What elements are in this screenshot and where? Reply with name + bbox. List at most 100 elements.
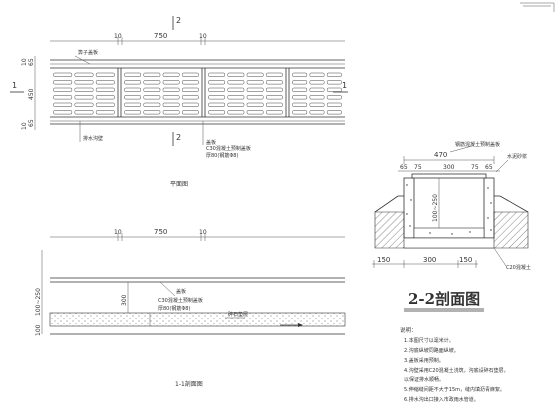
grate-slot xyxy=(124,110,141,115)
grate-slot xyxy=(227,95,245,100)
grate-slot xyxy=(208,102,225,107)
grate-slot xyxy=(74,87,94,92)
grate-slot xyxy=(182,80,199,85)
grate-slot xyxy=(208,80,225,85)
grate-slot xyxy=(292,72,308,77)
s22-label-right: C20混凝土 xyxy=(506,264,531,271)
plan-left-dim-2: 450 xyxy=(28,88,35,100)
plan-view: 2 10 750 10 1 1 65 450 65 xyxy=(10,16,348,188)
grate-slot xyxy=(326,80,342,85)
plan-dim-span: 750 xyxy=(154,32,167,40)
grate-slot xyxy=(227,72,245,77)
s11-caption: 1-1剖面图 xyxy=(175,380,203,388)
grate-slot xyxy=(124,95,141,100)
grate-slot xyxy=(266,95,283,100)
grate-slot xyxy=(246,95,264,100)
s22-row-dim-2: 300 xyxy=(443,164,455,171)
s22-row-dim-3: 75 xyxy=(471,164,479,171)
s22-wall-dots xyxy=(406,184,492,235)
plan-left-dim-0: 10 xyxy=(21,58,28,66)
grate-slot xyxy=(95,80,115,85)
grate-slot xyxy=(182,95,199,100)
grate-slot xyxy=(326,72,342,77)
grate-slot xyxy=(246,102,264,107)
s11-note-1: 盖板 xyxy=(176,288,186,295)
plan-left-dim-1: 65 xyxy=(28,58,35,66)
s22-bottom-dim-0: 150 xyxy=(377,256,390,264)
note-item-2: 2.沟底纵坡同路面纵坡。 xyxy=(404,347,459,354)
grate-slot xyxy=(53,95,73,100)
grate-slot xyxy=(162,80,180,85)
grate-slot xyxy=(74,80,94,85)
grate-slot xyxy=(124,80,141,85)
grate-slot xyxy=(292,80,308,85)
grate-slot xyxy=(246,72,264,77)
grate-slot xyxy=(309,95,325,100)
grate-slot xyxy=(309,72,325,77)
plan-note-2: C30混凝土预制盖板 xyxy=(206,145,251,152)
plan-note-3: 厚80(钢筋Φ8) xyxy=(206,152,238,159)
plan-section1-left: 1 xyxy=(12,81,17,90)
s11-dim-right: 10 xyxy=(199,229,207,236)
grate-slot xyxy=(124,102,141,107)
grate-slot xyxy=(162,95,180,100)
plan-left-dim-4: 10 xyxy=(21,122,28,130)
note-item-5: 以保证排水顺畅。 xyxy=(404,376,444,383)
note-item-3: 3.盖板采用预制。 xyxy=(404,357,444,364)
grate-slot xyxy=(143,102,161,107)
plan-leader-top: 箅子盖板 xyxy=(78,49,98,56)
grate-slot xyxy=(95,95,115,100)
grate-slot xyxy=(227,110,245,115)
grate-slot xyxy=(74,72,94,77)
grate-slot xyxy=(95,110,115,115)
grate-slot xyxy=(246,110,264,115)
grate-slot xyxy=(182,110,199,115)
grate-slots xyxy=(53,72,342,115)
s22-bottom-dim-2: 150 xyxy=(459,256,472,264)
notes-heading: 说明： xyxy=(400,326,417,334)
grate-slot xyxy=(143,80,161,85)
s22-row-dim-1: 75 xyxy=(414,164,422,171)
note-item-7: 6.排水沟出口接入市政雨水管道。 xyxy=(404,396,479,403)
grate-slot xyxy=(162,102,180,107)
grate-slot xyxy=(53,72,73,77)
grate-slot xyxy=(292,87,308,92)
grate-slot xyxy=(266,80,283,85)
s22-row-dim-0: 65 xyxy=(400,164,408,171)
s11-mid-dim: 300 xyxy=(121,294,128,306)
section-1-1-view: 10 750 10 100~250 100 300 盖板 C30混凝土预制盖板 … xyxy=(35,228,346,388)
grate-slot xyxy=(95,102,115,107)
s11-note-2: C30混凝土预制盖板 xyxy=(158,297,203,304)
grate-slot xyxy=(326,95,342,100)
grate-slot xyxy=(182,102,199,107)
s22-label-top-left: 钢筋混凝土预制盖板 xyxy=(455,141,500,148)
s22-top-dim: 470 xyxy=(434,151,447,159)
grate-slot xyxy=(208,110,225,115)
plan-caption: 平面图 xyxy=(170,181,188,188)
grate-slot xyxy=(266,87,283,92)
grate-slot xyxy=(208,95,225,100)
notes-block: 说明： 1.本图尺寸以毫米计。 2.沟底纵坡同路面纵坡。 3.盖板采用预制。 4… xyxy=(400,326,509,403)
grate-slot xyxy=(208,87,225,92)
grate-slot xyxy=(74,102,94,107)
grate-slot xyxy=(309,87,325,92)
grate-slot xyxy=(53,110,73,115)
s11-dim-left: 10 xyxy=(114,229,122,236)
grate-slot xyxy=(182,72,199,77)
grate-slot xyxy=(227,102,245,107)
plan-left-dim-3: 65 xyxy=(28,119,35,127)
grate-slot xyxy=(326,110,342,115)
grate-slot xyxy=(292,110,308,115)
grate-slot xyxy=(266,72,283,77)
grate-slot xyxy=(266,102,283,107)
grate-slot xyxy=(227,87,245,92)
grate-slot xyxy=(326,87,342,92)
grate-slot xyxy=(143,72,161,77)
grate-slot xyxy=(124,72,141,77)
grate-slot xyxy=(266,110,283,115)
grate-slot xyxy=(246,87,264,92)
s11-label-bed: 碎石垫层 xyxy=(228,311,248,318)
plan-dim-left: 10 xyxy=(114,33,122,40)
s22-bottom-dim-1: 300 xyxy=(423,256,436,264)
